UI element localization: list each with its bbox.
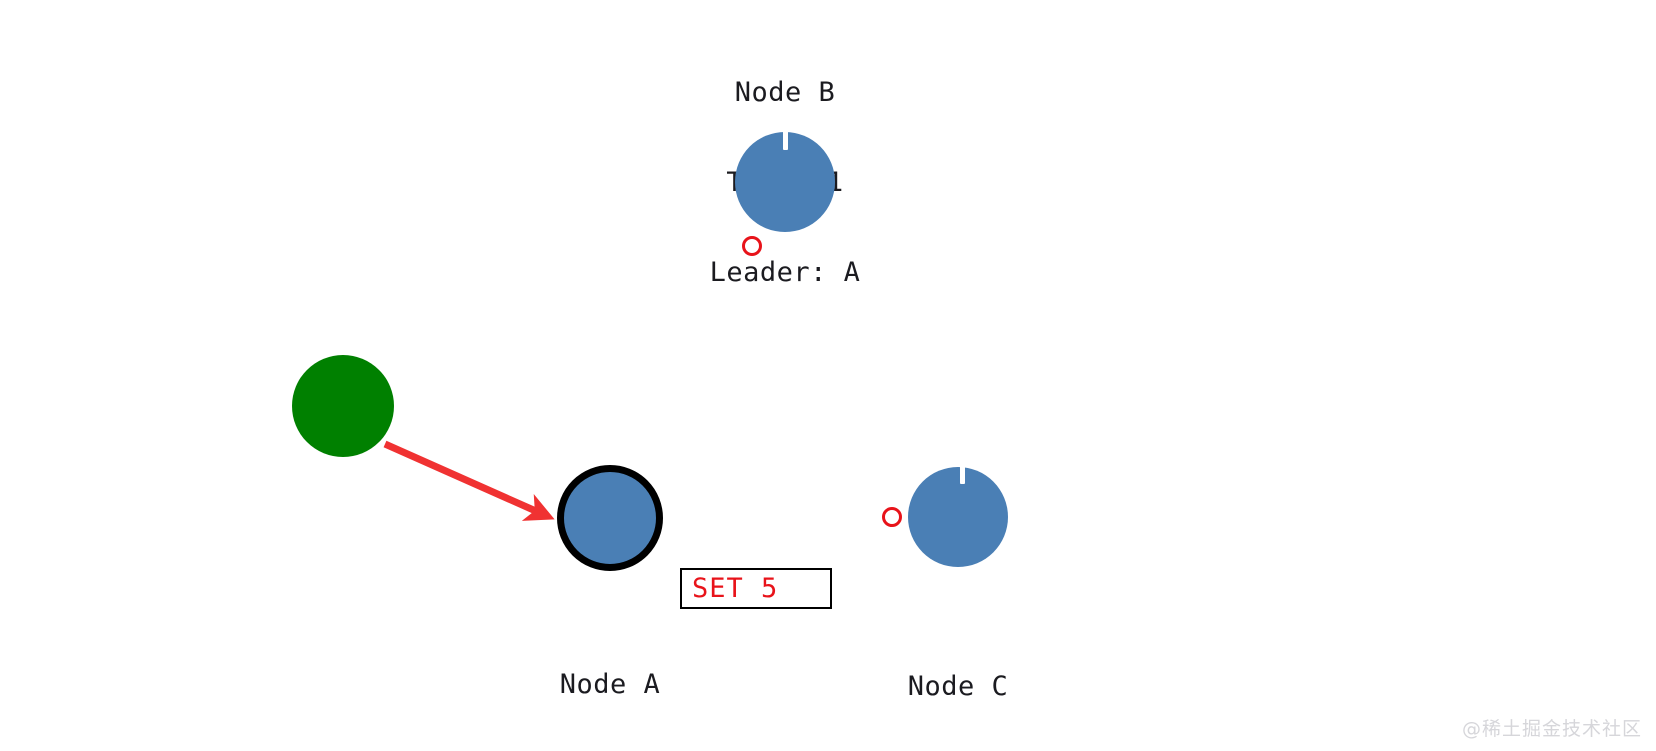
node-c-red-marker	[882, 507, 902, 527]
node-a-circle[interactable]	[557, 465, 663, 571]
client-node[interactable]	[292, 355, 394, 457]
node-b-red-marker	[742, 236, 762, 256]
node-group-c: Node C Term: 1 Leader: A	[833, 465, 1083, 712]
node-a-label: Node A Term: 1	[485, 610, 735, 751]
node-a-name: Node A	[559, 669, 661, 700]
node-b-timer-notch	[783, 131, 788, 150]
node-c-circle[interactable]	[908, 467, 1008, 567]
watermark: @稀土掘金技术社区	[1461, 718, 1642, 740]
message-text: SET 5	[692, 572, 779, 604]
node-c-name: Node C	[907, 671, 1009, 702]
node-b-label: Node B Term: 1 Leader: A	[660, 18, 910, 348]
node-c-timer-notch	[960, 465, 965, 484]
node-b-name: Node B	[734, 77, 836, 108]
message-box[interactable]: SET 5	[680, 568, 832, 609]
node-group-b: Node B Term: 1 Leader: A	[660, 18, 910, 288]
node-b-leader: Leader: A	[709, 257, 861, 288]
node-group-a: Node A Term: 1	[485, 465, 735, 700]
node-c-label: Node C Term: 1 Leader: A	[833, 612, 1083, 751]
